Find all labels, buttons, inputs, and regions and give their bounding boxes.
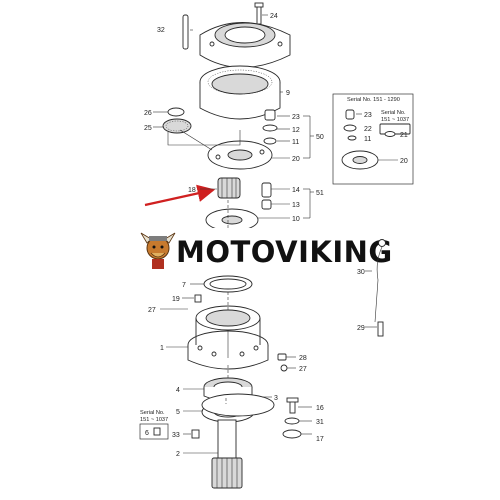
- callout-5: 5: [176, 409, 180, 416]
- part-cover-housing: [199, 22, 291, 68]
- callout-16: 16: [316, 405, 324, 412]
- part-11-ring: [263, 137, 277, 145]
- inset-serial-sub-1: Serial No.: [381, 110, 406, 116]
- part-7-seal: [203, 275, 253, 293]
- inset-part-6: 6: [145, 430, 149, 437]
- part-18-sun-gear: [217, 177, 241, 199]
- callout-14: 14: [292, 187, 300, 194]
- projection-lines: [167, 129, 241, 404]
- callout-labels: 32 24 9 26 25 23 12 11 20 50 18 14 13 10…: [144, 13, 365, 458]
- callout-3: 3: [274, 395, 278, 402]
- callout-23: 23: [292, 114, 300, 121]
- inset-part-22: 22: [364, 126, 372, 133]
- viking-mascot-icon: [140, 232, 176, 269]
- part-31-washer: [284, 417, 300, 425]
- callout-28: 28: [299, 355, 307, 362]
- part-23-plug: [264, 109, 276, 121]
- callout-9: 9: [286, 90, 290, 97]
- part-27-fitting: [280, 364, 288, 372]
- callout-26: 26: [144, 110, 152, 117]
- brand-watermark: MOTOVIKING: [140, 228, 393, 276]
- callout-19: 19: [172, 296, 180, 303]
- callout-1: 1: [160, 345, 164, 352]
- highlight-arrow: [144, 184, 216, 207]
- part-33-bolt: [191, 429, 200, 439]
- callout-20: 20: [292, 156, 300, 163]
- part-9-ring-gear: [199, 65, 281, 120]
- callout-32: 32: [157, 27, 165, 34]
- part-16-bolt: [286, 397, 299, 414]
- callout-7: 7: [182, 282, 186, 289]
- inset-serial-title: Serial No. 151 - 1290: [347, 97, 400, 103]
- part-10-carrier: [205, 208, 259, 232]
- part-32-pin: [182, 14, 189, 50]
- part-25-planet-gear: [162, 118, 192, 134]
- callout-50: 50: [316, 134, 324, 141]
- brand-wordmark: MOTOVIKING: [176, 235, 393, 269]
- inset-part-20: 20: [400, 158, 408, 165]
- part-26-washer: [167, 107, 185, 117]
- callout-51: 51: [316, 190, 324, 197]
- part-3-seal-ring: [201, 393, 275, 417]
- callout-4: 4: [176, 387, 180, 394]
- inset-serial-bottom-left: Serial No. 151 ~ 1037 6: [139, 410, 169, 440]
- leader-lines: [153, 14, 377, 454]
- part-30-dipstick: [374, 239, 386, 323]
- callout-10: 10: [292, 216, 300, 223]
- inset-serial-sub-2: 151 ~ 1037: [381, 117, 409, 123]
- part-14-pin: [261, 182, 272, 198]
- callout-12: 12: [292, 127, 300, 134]
- callout-33: 33: [172, 432, 180, 439]
- part-2-pinion-shaft: [211, 419, 243, 489]
- callout-29: 29: [357, 325, 365, 332]
- callout-27-right: 27: [299, 366, 307, 373]
- callout-18: 18: [188, 187, 196, 194]
- part-1-housing: [187, 305, 269, 370]
- inset-bl-serial-2: 151 ~ 1037: [140, 417, 168, 423]
- part-20-carrier-plate: [207, 140, 273, 170]
- inset-serial-top-right: Serial No. 151 - 1290 23 22 11 Serial No…: [332, 93, 414, 185]
- callout-24: 24: [270, 13, 278, 20]
- part-28-plug: [277, 353, 287, 361]
- callout-11: 11: [292, 139, 299, 146]
- callout-30: 30: [357, 269, 365, 276]
- callout-2: 2: [176, 451, 180, 458]
- callout-27-left: 27: [148, 307, 156, 314]
- callout-13: 13: [292, 202, 300, 209]
- part-13-bushing: [261, 199, 272, 210]
- inset-part-21: 21: [400, 132, 408, 139]
- part-12-part: [262, 124, 278, 132]
- callout-25: 25: [144, 125, 152, 132]
- part-19-plug: [194, 294, 202, 303]
- part-24-bolt: [254, 2, 264, 25]
- inset-bl-serial-1: Serial No.: [140, 410, 165, 416]
- part-17-plate: [282, 429, 302, 439]
- inset-part-11: 11: [364, 136, 371, 143]
- inset-part-23: 23: [364, 112, 372, 119]
- callout-31: 31: [316, 419, 324, 426]
- callout-17: 17: [316, 436, 324, 443]
- part-29-tube: [377, 321, 384, 337]
